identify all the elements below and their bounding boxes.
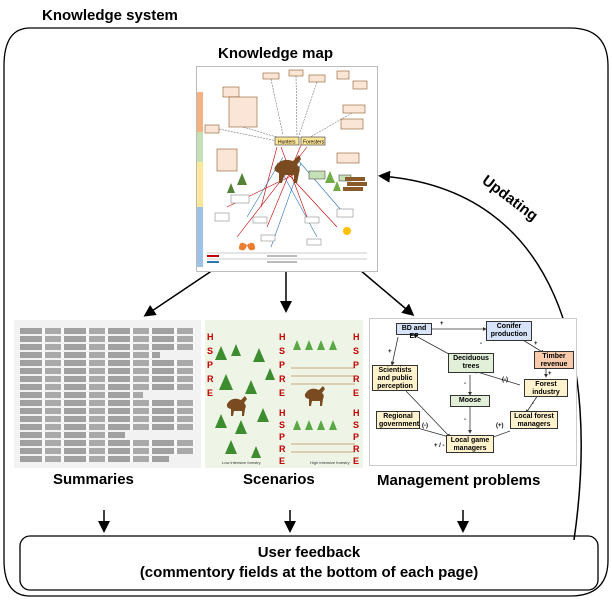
knowledge-system-frame <box>3 27 609 597</box>
node-hunters: Hunters <box>278 140 296 146</box>
scenario-axis-left: Low intensive forestry <box>222 460 261 465</box>
node-foresters: Foresters <box>303 140 325 146</box>
mp-local-forest: Local forest managers <box>510 411 558 429</box>
svg-text:P: P <box>353 432 359 442</box>
svg-text:H: H <box>353 408 360 418</box>
svg-text:E: E <box>353 456 359 466</box>
arrow-map-to-management <box>359 269 415 316</box>
mp-timber: Timber revenue <box>534 351 574 369</box>
svg-text:H: H <box>207 332 214 342</box>
mp-regional: Regional government <box>376 411 420 429</box>
svg-text:R: R <box>279 444 286 454</box>
knowledge-map-graphic: Hunters Foresters <box>197 69 368 267</box>
svg-text:E: E <box>353 388 359 398</box>
svg-text:S: S <box>279 346 285 356</box>
mp-sign-5: + <box>388 349 392 355</box>
svg-text:P: P <box>353 360 359 370</box>
summaries-label: Summaries <box>53 471 134 488</box>
scenarios-label: Scenarios <box>243 471 315 488</box>
user-feedback-title: User feedback <box>257 544 361 561</box>
mp-sign-1: + <box>440 321 444 327</box>
svg-text:P: P <box>207 360 213 370</box>
mp-sign-6: - <box>464 381 466 387</box>
svg-text:E: E <box>279 388 285 398</box>
knowledge-system-title: Knowledge system <box>42 7 178 24</box>
svg-text:S: S <box>353 346 359 356</box>
mp-sign-10: (+) <box>496 423 504 429</box>
svg-text:R: R <box>353 374 360 384</box>
mp-conifer: Conifer production <box>486 321 532 341</box>
knowledge-map-title: Knowledge map <box>218 45 334 62</box>
mp-sign-12: - <box>532 401 534 407</box>
management-problems-image: BD and EF Conifer production Timber reve… <box>369 318 577 466</box>
mp-local-game: Local game managers <box>446 435 494 453</box>
svg-text:R: R <box>353 444 360 454</box>
mp-sign-3: + <box>534 341 538 347</box>
mp-moose: Moose <box>450 395 490 407</box>
user-feedback-box <box>19 535 599 591</box>
management-label: Management problems <box>377 472 541 489</box>
updating-arrow <box>378 170 582 541</box>
mp-bd-ef: BD and EF <box>396 323 432 340</box>
svg-text:H: H <box>353 332 360 342</box>
svg-text:P: P <box>279 432 285 442</box>
svg-text:S: S <box>207 346 213 356</box>
svg-text:H: H <box>279 332 286 342</box>
svg-text:E: E <box>279 456 285 466</box>
summaries-image <box>14 320 201 468</box>
svg-text:R: R <box>279 374 286 384</box>
scenario-axis-right: High intensive forestry <box>310 460 350 465</box>
user-feedback-subtitle: (commentory fields at the bottom of each… <box>139 564 479 581</box>
arrow-map-to-summaries <box>143 269 214 317</box>
mp-scientists: Scientists and public perception <box>372 365 418 391</box>
knowledge-map-image: Hunters Foresters <box>196 66 378 272</box>
svg-text:S: S <box>279 420 285 430</box>
svg-text:S: S <box>353 420 359 430</box>
mp-deciduous: Deciduous trees <box>448 353 494 373</box>
mp-sign-2: - <box>480 341 482 347</box>
svg-text:H: H <box>279 408 286 418</box>
mp-sign-11: - <box>464 417 466 423</box>
mp-forest-industry: Forest industry <box>524 379 568 397</box>
mp-sign-7: (-) <box>502 377 508 383</box>
svg-text:E: E <box>207 388 213 398</box>
mp-sign-4: + <box>548 371 552 377</box>
svg-text:R: R <box>207 374 214 384</box>
svg-text:P: P <box>279 360 285 370</box>
mp-sign-9: + / - <box>434 443 445 449</box>
mp-sign-8: (-) <box>422 423 428 429</box>
